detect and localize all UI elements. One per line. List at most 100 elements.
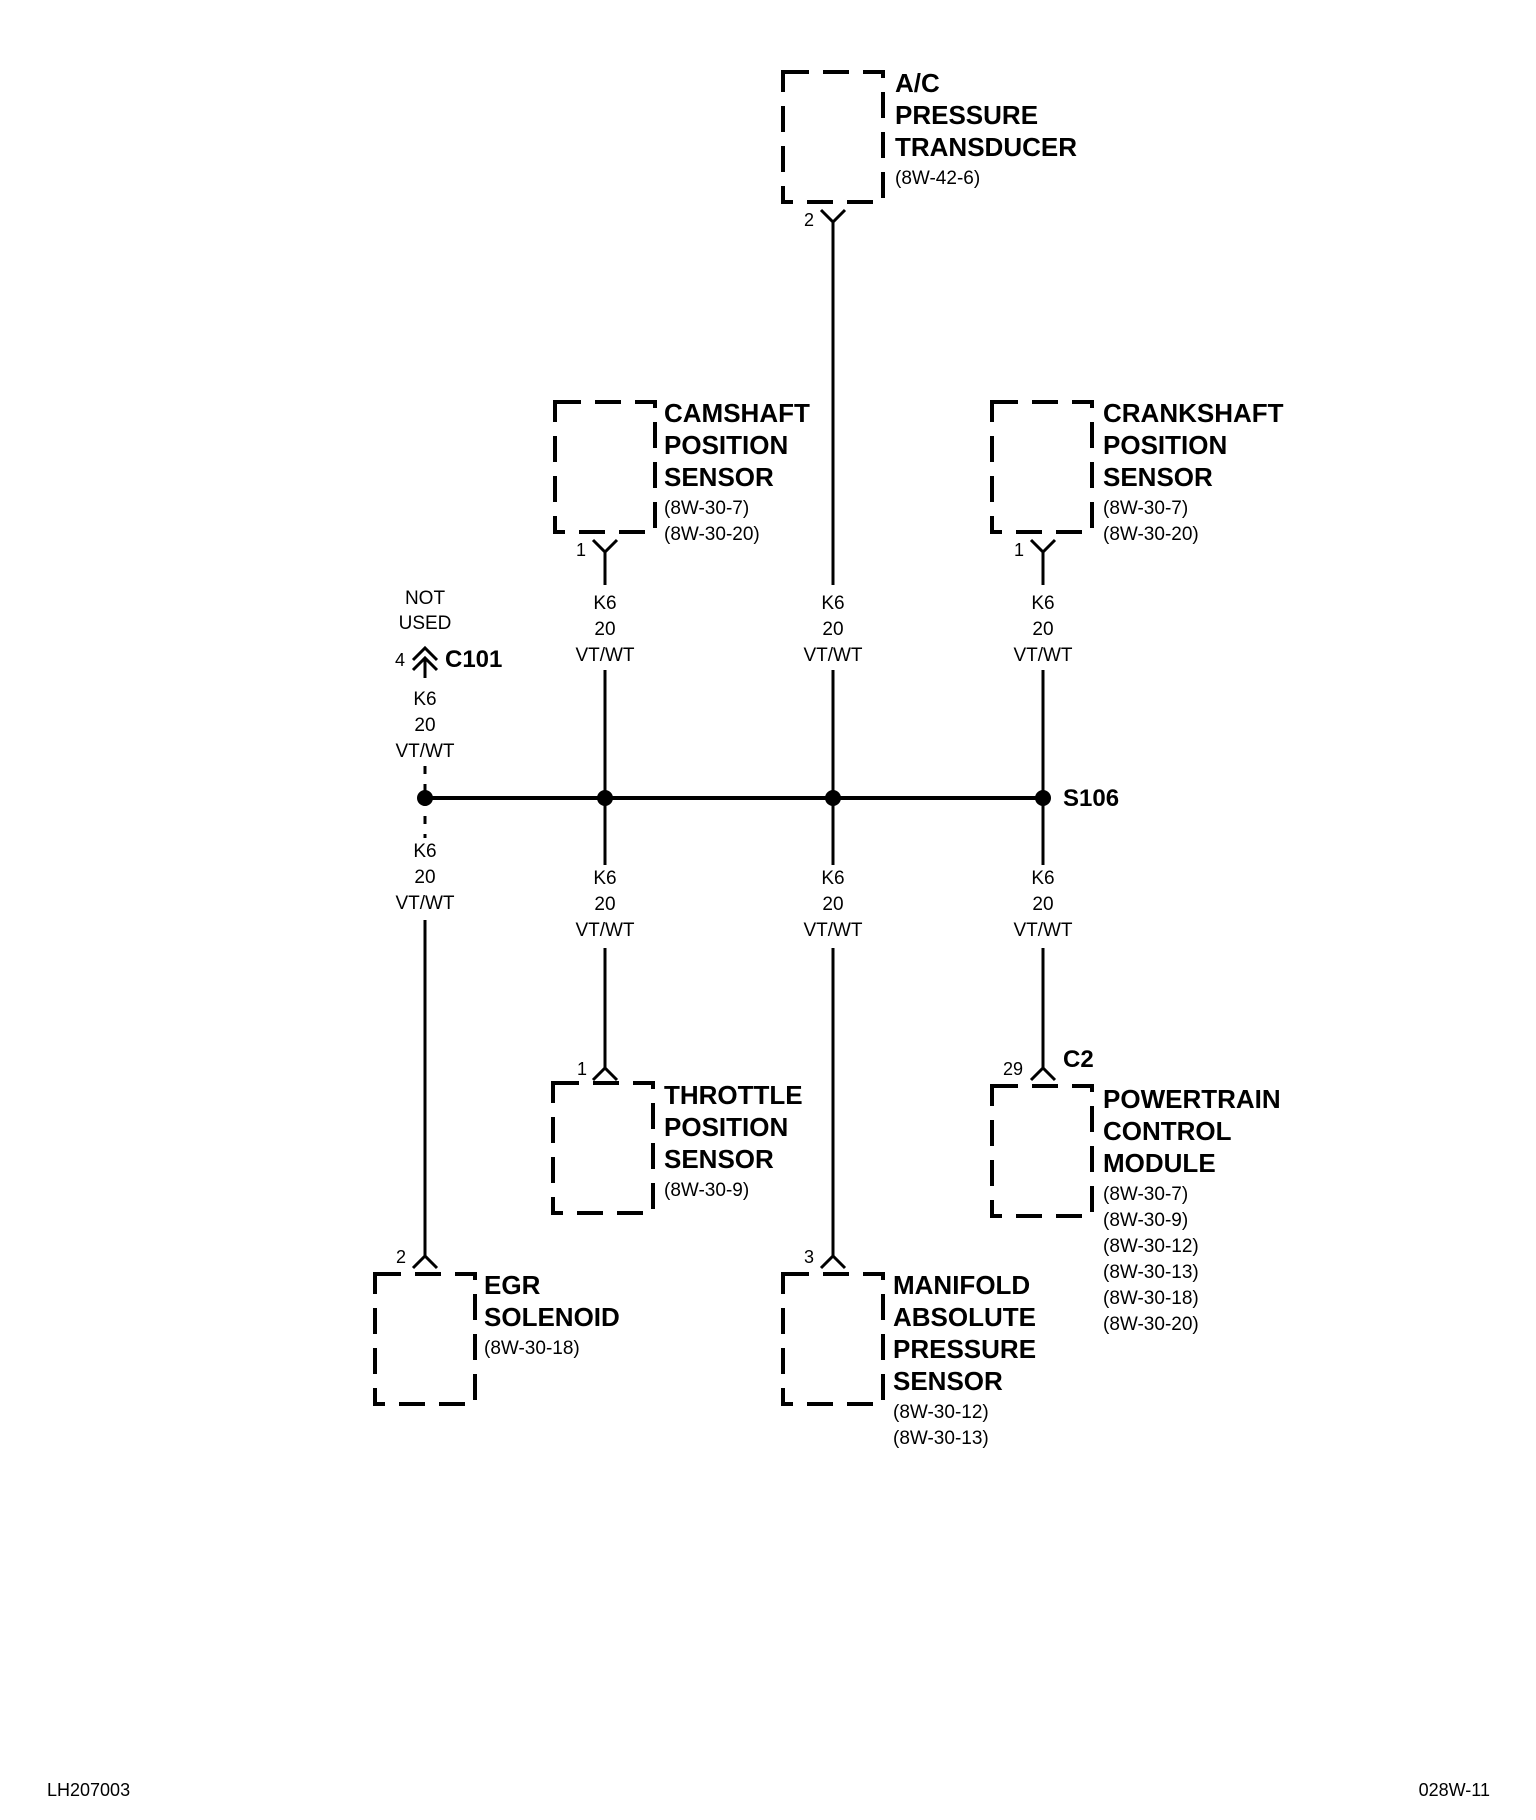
wire-gauge: 20 [414,867,435,888]
pcm-ref-5: (8W-30-18) [1103,1288,1199,1309]
wire-label-egr-lower: K6 20 VT/WT [395,841,454,914]
wire-circuit: K6 [413,689,436,710]
c101-note-2: USED [399,613,452,634]
wire-gauge: 20 [822,894,843,915]
wire-gauge: 20 [594,894,615,915]
ac-transducer-label-2: PRESSURE [895,100,1038,130]
map-pin: 3 [804,1247,814,1267]
wire-gauge: 20 [822,619,843,640]
ac-transducer-label-3: TRANSDUCER [895,132,1077,162]
c101-connector-icon [411,645,439,678]
camshaft-label-3: SENSOR [664,462,774,492]
pcm-ref-3: (8W-30-12) [1103,1236,1199,1257]
pcm-ref-6: (8W-30-20) [1103,1314,1199,1335]
egr-label-1: EGR [484,1270,541,1300]
crankshaft-terminal-icon [1029,538,1057,562]
ac-transducer-ref-1: (8W-42-6) [895,168,980,189]
wire-circuit: K6 [413,841,436,862]
ac-pressure-transducer: A/C PRESSURE TRANSDUCER (8W-42-6) 2 [781,68,1077,232]
powertrain-control-module: 29 C2 POWERTRAIN CONTROL MODULE (8W-30-7… [990,1046,1281,1335]
map-terminal-icon [819,1253,847,1270]
wire-label-throttle: K6 20 VT/WT [575,868,634,941]
crankshaft-label-2: POSITION [1103,430,1227,460]
throttle-position-sensor: 1 THROTTLE POSITION SENSOR (8W-30-9) [551,1059,803,1215]
crankshaft-ref-2: (8W-30-20) [1103,524,1199,545]
egr-label-2: SOLENOID [484,1302,620,1332]
throttle-label-3: SENSOR [664,1144,774,1174]
wire-circuit: K6 [821,593,844,614]
egr-terminal-icon [411,1253,439,1270]
ac-transducer-label-1: A/C [895,68,940,98]
connector-c101: NOT USED 4 C101 K6 20 VT/WT [395,588,502,798]
wire-gauge: 20 [1032,894,1053,915]
pcm-ref-2: (8W-30-9) [1103,1210,1188,1231]
splice-name: S106 [1063,785,1119,812]
map-label-3: PRESSURE [893,1334,1036,1364]
c101-name: C101 [445,646,502,673]
crankshaft-pin: 1 [1014,540,1024,560]
wire-color: VT/WT [575,920,634,941]
wire-color: VT/WT [1013,645,1072,666]
crankshaft-position-sensor: CRANKSHAFT POSITION SENSOR (8W-30-7) (8W… [990,398,1284,562]
crankshaft-label-1: CRANKSHAFT [1103,398,1284,428]
wire-label-pcm: K6 20 VT/WT [1013,868,1072,941]
map-label-4: SENSOR [893,1366,1003,1396]
camshaft-terminal-icon [591,538,619,562]
throttle-label-2: POSITION [664,1112,788,1142]
wire-color: VT/WT [395,893,454,914]
pcm-label-2: CONTROL [1103,1116,1232,1146]
pcm-label-1: POWERTRAIN [1103,1084,1281,1114]
wire-color: VT/WT [803,645,862,666]
ac-transducer-pin: 2 [804,210,814,230]
pcm-terminal-icon [1029,1065,1057,1082]
throttle-pin: 1 [577,1059,587,1079]
map-label-1: MANIFOLD [893,1270,1030,1300]
wire-circuit: K6 [1031,593,1054,614]
throttle-terminal-icon [591,1065,619,1082]
crankshaft-ref-1: (8W-30-7) [1103,498,1188,519]
wire-label-crankshaft-upper: K6 20 VT/WT [1013,593,1072,666]
camshaft-label-2: POSITION [664,430,788,460]
egr-pin: 2 [396,1247,406,1267]
map-ref-2: (8W-30-13) [893,1428,989,1449]
wire-color: VT/WT [1013,920,1072,941]
crankshaft-label-3: SENSOR [1103,462,1213,492]
ac-transducer-terminal-icon [819,208,847,232]
pcm-label-3: MODULE [1103,1148,1216,1178]
throttle-ref-1: (8W-30-9) [664,1180,749,1201]
wire-color: VT/WT [803,920,862,941]
camshaft-label-1: CAMSHAFT [664,398,810,428]
camshaft-ref-2: (8W-30-20) [664,524,760,545]
wire-gauge: 20 [594,619,615,640]
wire-circuit: K6 [593,593,616,614]
throttle-label-1: THROTTLE [664,1080,803,1110]
pcm-connector: C2 [1063,1046,1094,1073]
c101-note-1: NOT [405,588,446,609]
camshaft-position-sensor: CAMSHAFT POSITION SENSOR (8W-30-7) (8W-3… [553,398,810,562]
egr-ref-1: (8W-30-18) [484,1338,580,1359]
c101-pin: 4 [395,650,405,670]
footer-left-code: LH207003 [47,1780,130,1800]
wire-circuit: K6 [593,868,616,889]
pcm-pin: 29 [1003,1059,1023,1079]
wire-circuit: K6 [821,868,844,889]
footer-right-code: 028W-11 [1419,1780,1490,1800]
wire-color: VT/WT [395,741,454,762]
wire-gauge: 20 [1032,619,1053,640]
manifold-absolute-pressure-sensor: 3 MANIFOLD ABSOLUTE PRESSURE SENSOR (8W-… [781,1247,1036,1449]
wire-color: VT/WT [575,645,634,666]
map-ref-1: (8W-30-12) [893,1402,989,1423]
pcm-ref-1: (8W-30-7) [1103,1184,1188,1205]
wire-circuit: K6 [1031,868,1054,889]
pcm-ref-4: (8W-30-13) [1103,1262,1199,1283]
egr-solenoid: 2 EGR SOLENOID (8W-30-18) [373,1247,620,1406]
wire-label-map: K6 20 VT/WT [803,868,862,941]
wire-label-c101-upper: K6 20 VT/WT [395,689,454,762]
camshaft-pin: 1 [576,540,586,560]
camshaft-ref-1: (8W-30-7) [664,498,749,519]
wire-label-ac-upper: K6 20 VT/WT [803,593,862,666]
map-label-2: ABSOLUTE [893,1302,1036,1332]
wire-gauge: 20 [414,715,435,736]
wire-label-camshaft-upper: K6 20 VT/WT [575,593,634,666]
